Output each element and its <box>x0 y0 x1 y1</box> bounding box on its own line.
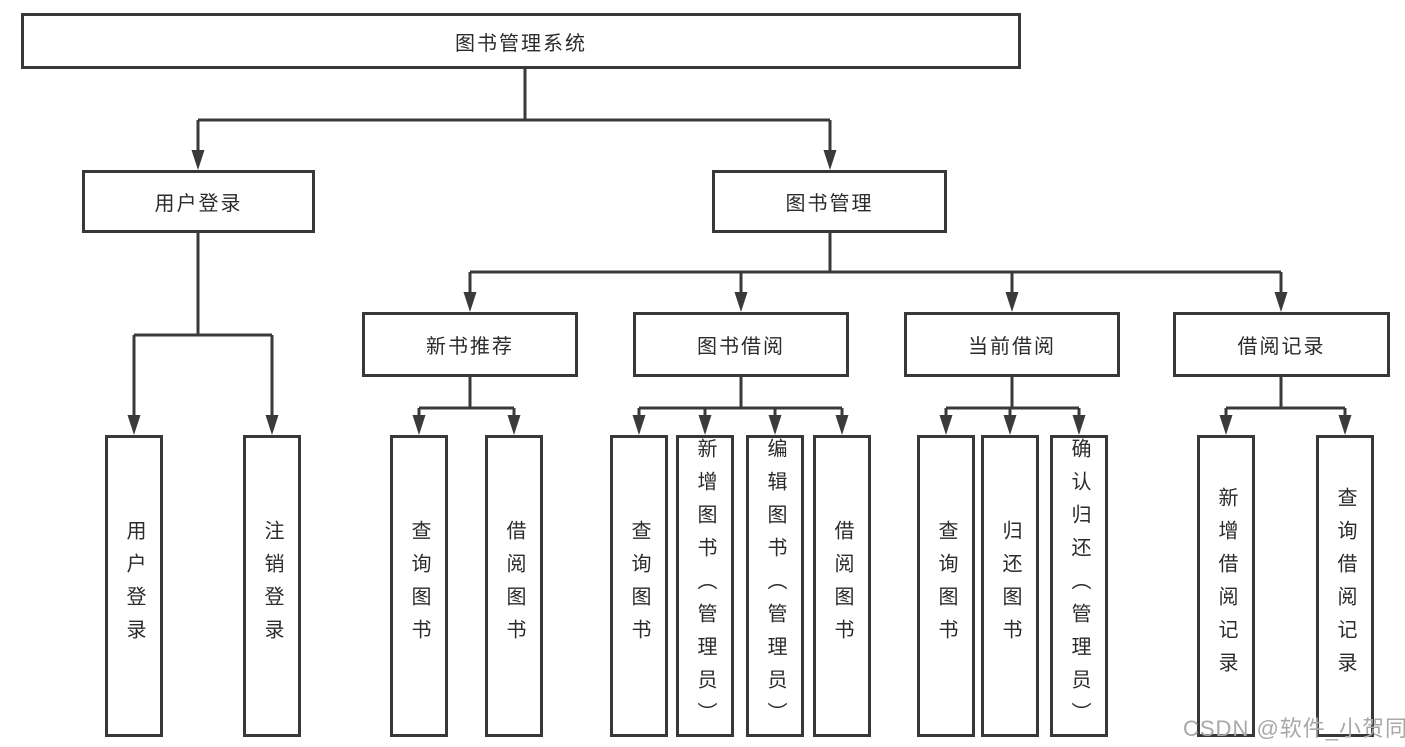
leaf-label: 借阅图书 <box>831 520 853 652</box>
leaf-return-books: 归还图书 <box>981 435 1039 737</box>
leaf-logout: 注销登录 <box>243 435 301 737</box>
leaf-confirm-return-admin: 确认归还（管理员） <box>1050 435 1108 737</box>
leaf-label: 查询图书 <box>408 520 430 652</box>
leaf-label: 新增图书（管理员） <box>694 437 716 735</box>
leaf-borrow-books-recommend: 借阅图书 <box>485 435 543 737</box>
leaf-query-books-borrow: 查询图书 <box>610 435 668 737</box>
leaf-label: 注销登录 <box>261 520 283 652</box>
leaf-label: 编辑图书（管理员） <box>764 437 786 735</box>
leaf-query-borrow-record: 查询借阅记录 <box>1316 435 1374 737</box>
leaf-label: 查询图书 <box>628 520 650 652</box>
node-root: 图书管理系统 <box>21 13 1021 69</box>
leaf-label: 借阅图书 <box>503 520 525 652</box>
leaf-label: 用户登录 <box>123 520 145 652</box>
leaf-query-books-recommend: 查询图书 <box>390 435 448 737</box>
node-borrow-record: 借阅记录 <box>1173 312 1390 377</box>
node-new-book-recommend: 新书推荐 <box>362 312 578 377</box>
leaf-label: 归还图书 <box>999 520 1021 652</box>
leaf-label: 新增借阅记录 <box>1215 487 1237 685</box>
node-book-borrow: 图书借阅 <box>633 312 849 377</box>
node-current-borrow: 当前借阅 <box>904 312 1120 377</box>
leaf-query-books-current: 查询图书 <box>917 435 975 737</box>
leaf-add-books-admin: 新增图书（管理员） <box>676 435 734 737</box>
node-book-management: 图书管理 <box>712 170 947 233</box>
leaf-user-login: 用户登录 <box>105 435 163 737</box>
leaf-label: 查询图书 <box>935 520 957 652</box>
leaf-label: 确认归还（管理员） <box>1068 437 1090 735</box>
leaf-borrow-books: 借阅图书 <box>813 435 871 737</box>
node-user-login: 用户登录 <box>82 170 315 233</box>
leaf-label: 查询借阅记录 <box>1334 487 1356 685</box>
leaf-edit-books-admin: 编辑图书（管理员） <box>746 435 804 737</box>
leaf-add-borrow-record: 新增借阅记录 <box>1197 435 1255 737</box>
csdn-watermark: CSDN @软件_小贺同学 <box>1183 716 1405 741</box>
